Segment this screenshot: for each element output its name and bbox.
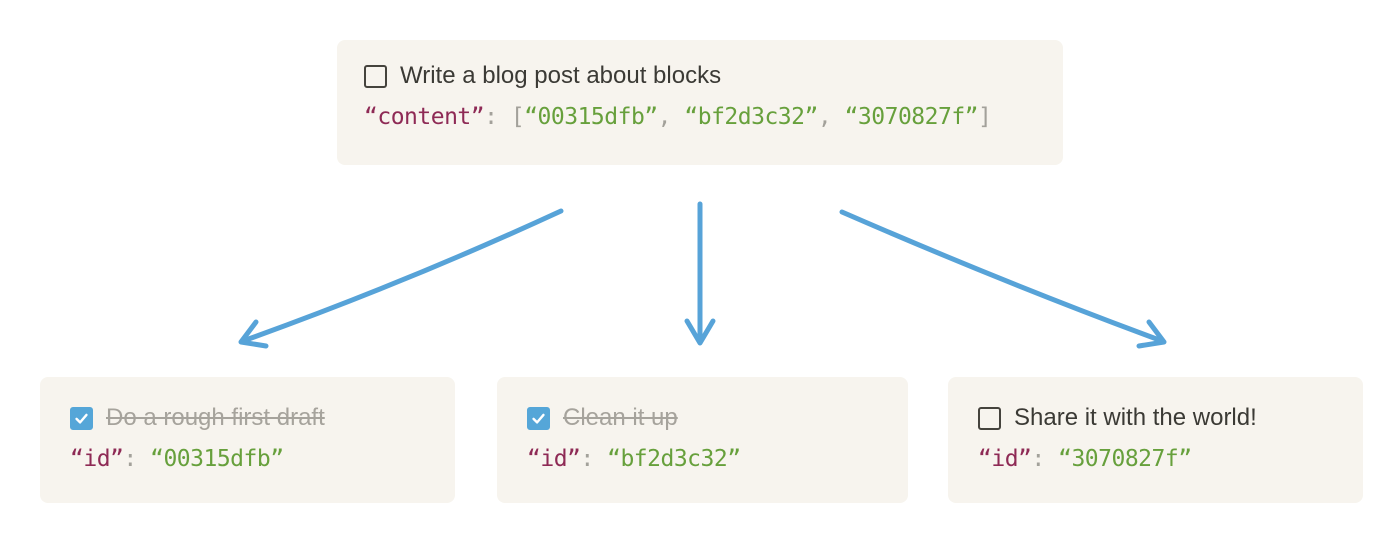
code-colon: : bbox=[580, 446, 608, 472]
code-value: “3070827f” bbox=[1058, 446, 1192, 472]
arrow-down-left-icon bbox=[238, 208, 564, 349]
code-value-1: “bf2d3c32” bbox=[684, 104, 818, 130]
code-value-2: “3070827f” bbox=[844, 104, 979, 130]
code-value-0: “00315dfb” bbox=[524, 104, 658, 130]
code-key: “id” bbox=[70, 446, 124, 472]
child-todo-row: Share it with the world! bbox=[978, 403, 1333, 433]
child-todo-row: Clean it up bbox=[527, 403, 878, 433]
code-key: “id” bbox=[527, 446, 581, 472]
code-close-bracket: ] bbox=[978, 104, 992, 130]
code-key: “id” bbox=[978, 446, 1032, 472]
arrow-down-right-icon bbox=[839, 209, 1167, 349]
child-code-line: “id”: “bf2d3c32” bbox=[527, 444, 878, 474]
checkbox-unchecked-icon[interactable] bbox=[364, 64, 387, 88]
code-colon: : bbox=[484, 104, 511, 130]
code-colon: : bbox=[123, 446, 151, 472]
code-key: “content” bbox=[364, 104, 485, 130]
child-block-card: Clean it up “id”: “bf2d3c32” bbox=[497, 377, 908, 503]
parent-todo-row: Write a blog post about blocks bbox=[364, 61, 1036, 91]
parent-code-line: “content”: [“00315dfb”, “bf2d3c32”, “307… bbox=[364, 102, 1036, 132]
code-separator: , bbox=[817, 104, 845, 130]
child-todo-label: Share it with the world! bbox=[1014, 404, 1257, 431]
todo-checkbox[interactable] bbox=[70, 406, 93, 430]
child-block-card: Share it with the world! “id”: “3070827f… bbox=[948, 377, 1363, 503]
child-todo-row: Do a rough first draft bbox=[70, 403, 425, 433]
child-todo-label: Do a rough first draft bbox=[106, 404, 325, 431]
todo-checkbox[interactable] bbox=[527, 406, 550, 430]
checkmark-icon bbox=[75, 413, 88, 424]
parent-block-card: Write a blog post about blocks “content”… bbox=[337, 40, 1063, 165]
code-separator: , bbox=[657, 104, 685, 130]
code-colon: : bbox=[1031, 446, 1059, 472]
child-code-line: “id”: “3070827f” bbox=[978, 444, 1333, 474]
arrow-down-icon bbox=[684, 201, 716, 346]
child-block-card: Do a rough first draft “id”: “00315dfb” bbox=[40, 377, 455, 503]
child-todo-label: Clean it up bbox=[563, 404, 678, 431]
child-code-line: “id”: “00315dfb” bbox=[70, 444, 425, 474]
code-value: “00315dfb” bbox=[150, 446, 284, 472]
code-value: “bf2d3c32” bbox=[607, 446, 741, 472]
todo-checkbox[interactable] bbox=[978, 406, 1001, 430]
checkmark-icon bbox=[532, 413, 545, 424]
code-open-bracket: [ bbox=[510, 104, 525, 130]
parent-todo-label: Write a blog post about blocks bbox=[400, 62, 722, 89]
